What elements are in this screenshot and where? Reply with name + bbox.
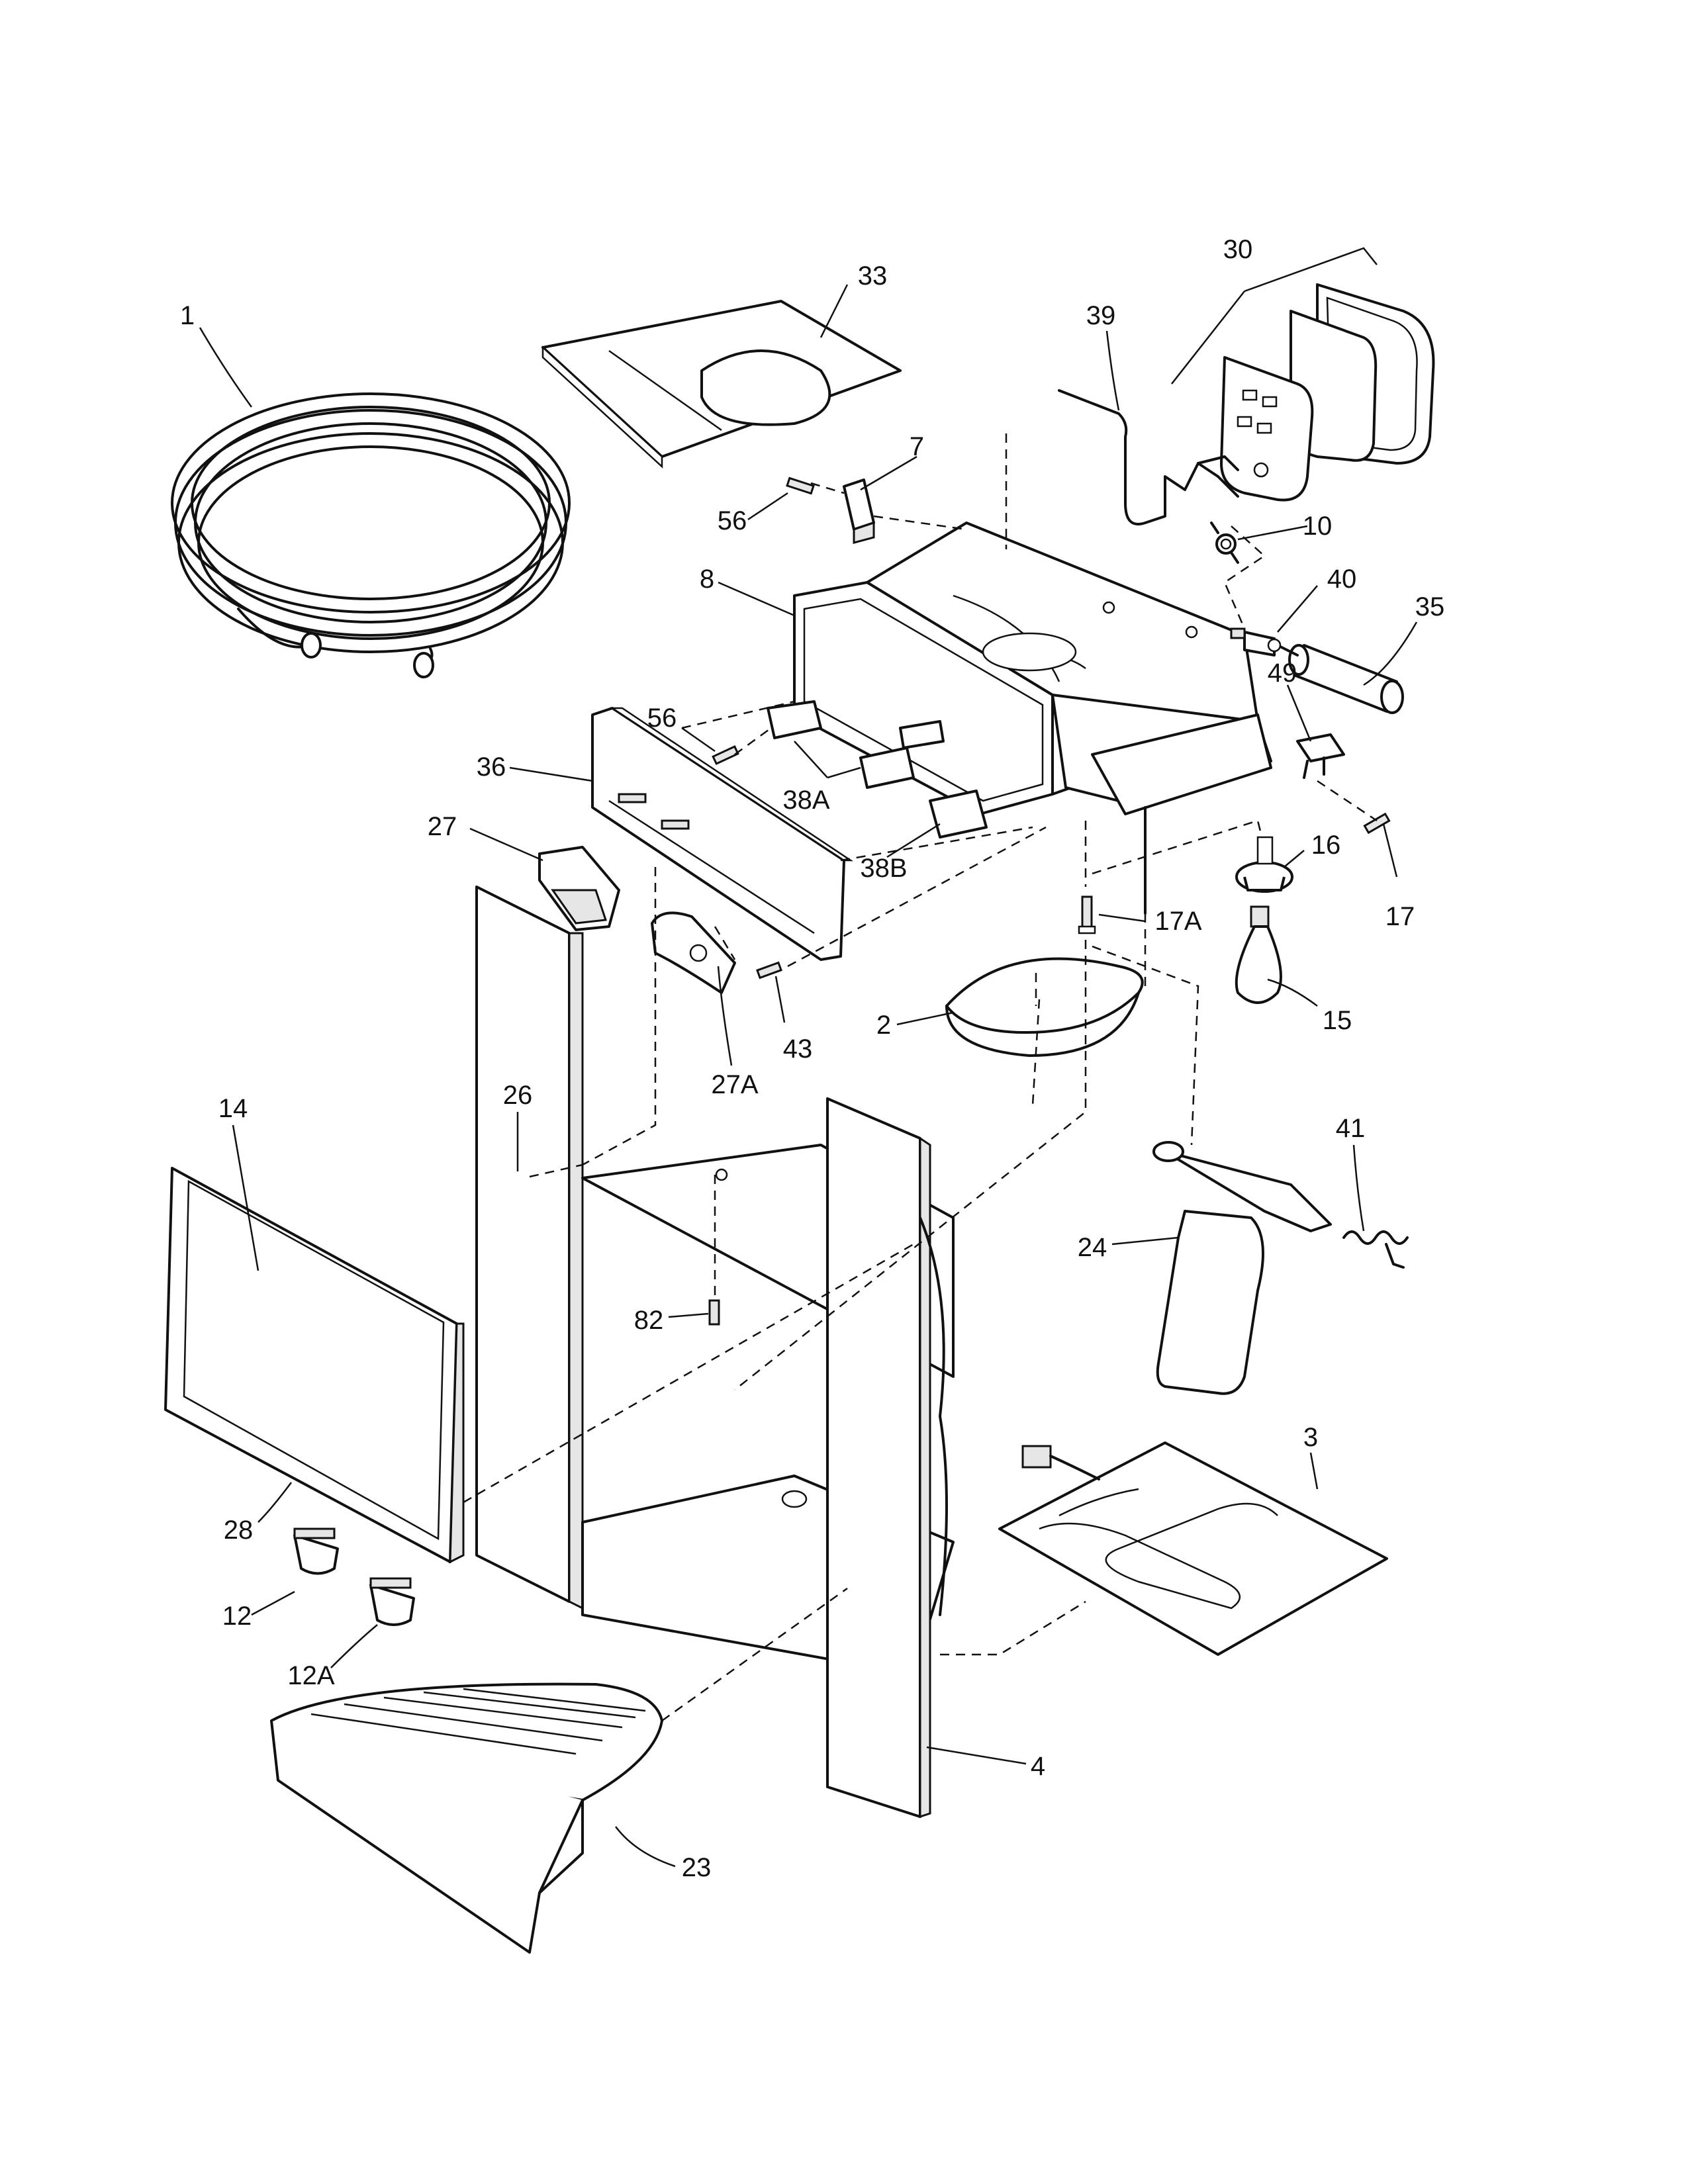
screw-43 xyxy=(756,961,782,979)
spring-clip xyxy=(1296,733,1345,779)
control-board xyxy=(591,707,854,961)
callout-labels: 1 33 39 30 7 56 10 8 40 35 49 56 36 38A … xyxy=(180,235,1444,1882)
extension-spring xyxy=(1342,1230,1409,1269)
callout-38a: 38A xyxy=(782,786,829,815)
hinge-clip-12 xyxy=(293,1527,339,1575)
callout-41: 41 xyxy=(1336,1114,1366,1143)
callout-8: 8 xyxy=(700,565,714,594)
callout-36: 36 xyxy=(477,752,506,782)
dispenser-cavity-frame xyxy=(475,886,955,1819)
callout-40: 40 xyxy=(1327,565,1357,594)
dispenser-flap-assembly xyxy=(1220,283,1435,502)
solenoid xyxy=(1267,638,1404,714)
callout-28: 28 xyxy=(224,1516,254,1545)
callout-7: 7 xyxy=(910,432,924,461)
hinge-clip-12a xyxy=(369,1577,415,1626)
callout-10: 10 xyxy=(1303,512,1333,541)
screw-lower xyxy=(712,745,739,766)
callout-49: 49 xyxy=(1268,659,1297,688)
drip-tray-grille xyxy=(270,1682,663,1954)
micro-switch-38b xyxy=(929,790,988,839)
callout-1: 1 xyxy=(180,301,195,330)
callout-82: 82 xyxy=(634,1306,664,1335)
callout-35: 35 xyxy=(1415,592,1445,621)
micro-switch-38a xyxy=(767,700,945,789)
paddle-cam xyxy=(651,911,736,994)
callout-56-b: 56 xyxy=(647,704,677,733)
callout-leaders xyxy=(199,247,1418,1868)
front-panel xyxy=(164,1167,465,1564)
callout-33: 33 xyxy=(858,261,888,291)
torsion-spring xyxy=(1210,522,1239,564)
callout-15: 15 xyxy=(1323,1006,1352,1035)
small-bracket xyxy=(843,478,875,544)
callout-43: 43 xyxy=(783,1034,813,1064)
screw-82 xyxy=(708,1299,720,1326)
screw-upper xyxy=(786,477,815,495)
callout-24: 24 xyxy=(1078,1233,1107,1262)
lamp-socket xyxy=(1235,836,1293,893)
alignment-lines xyxy=(463,433,1378,1722)
callout-2: 2 xyxy=(876,1011,891,1040)
cover-plate xyxy=(541,300,902,469)
callout-30: 30 xyxy=(1223,235,1253,264)
callout-26: 26 xyxy=(503,1081,533,1110)
callout-12: 12 xyxy=(222,1602,252,1631)
mounting-bracket-27 xyxy=(538,846,620,931)
callout-39: 39 xyxy=(1086,301,1116,330)
dispenser-housing xyxy=(793,522,1272,915)
callout-23: 23 xyxy=(682,1853,712,1882)
switch-pin xyxy=(1230,627,1276,657)
water-tube-coil xyxy=(171,392,571,678)
callout-17: 17 xyxy=(1385,902,1415,931)
actuator-wire-rod xyxy=(1058,389,1239,525)
callout-12a: 12A xyxy=(287,1661,334,1690)
callout-17a: 17A xyxy=(1154,907,1201,936)
callout-3: 3 xyxy=(1303,1423,1318,1452)
screw-17a xyxy=(1078,895,1096,934)
dispenser-paddle xyxy=(1152,1141,1332,1395)
curved-collar xyxy=(945,957,1144,1057)
callout-14: 14 xyxy=(218,1094,248,1123)
heater-pad xyxy=(998,1441,1388,1656)
callout-38b: 38B xyxy=(860,854,907,883)
callout-56-a: 56 xyxy=(718,506,747,535)
callout-16: 16 xyxy=(1311,831,1341,860)
light-bulb xyxy=(1235,905,1282,1004)
callout-4: 4 xyxy=(1031,1752,1045,1781)
callout-27: 27 xyxy=(428,812,457,841)
callout-27a: 27A xyxy=(711,1070,758,1099)
